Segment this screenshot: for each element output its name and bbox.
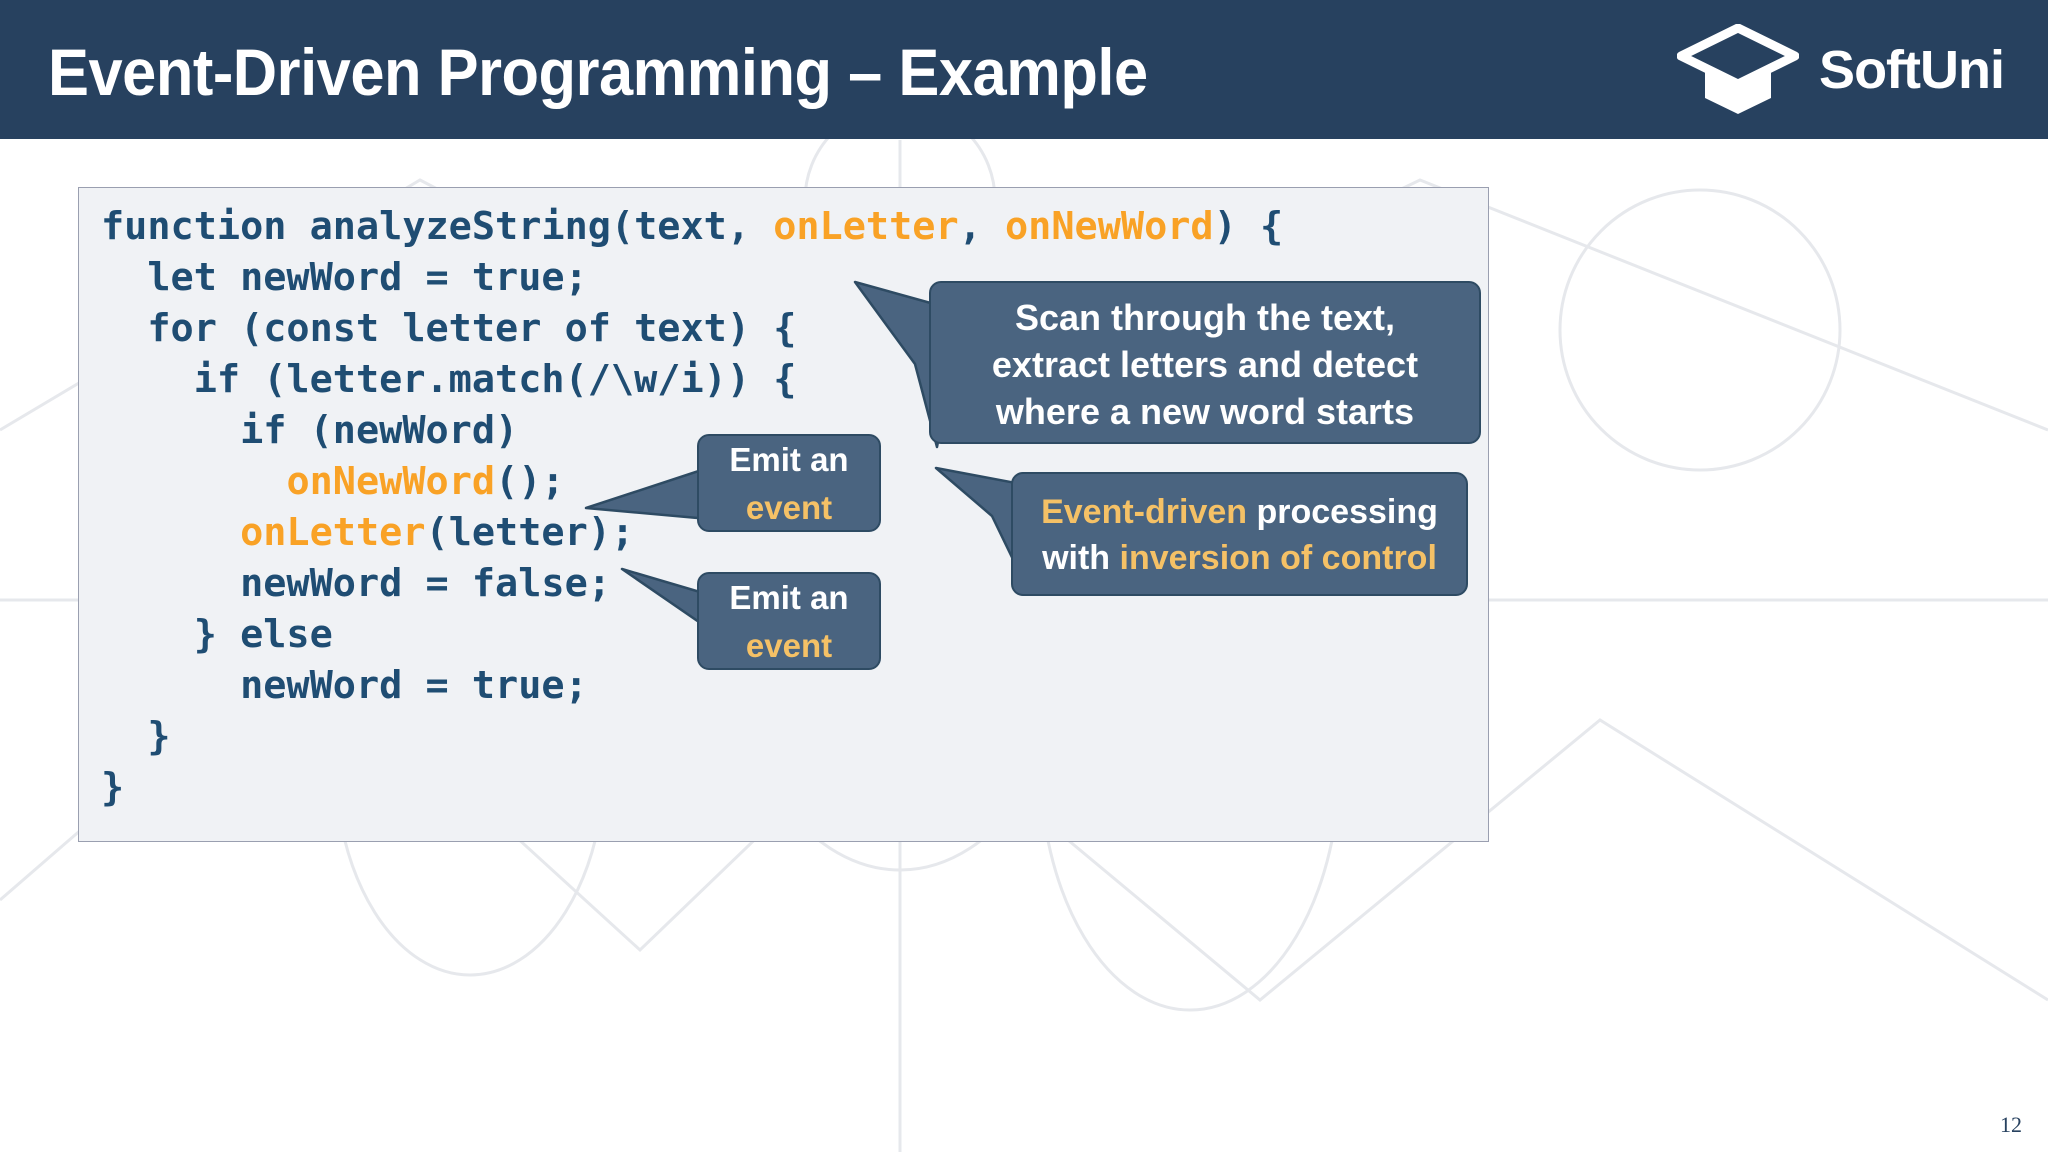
callout-emphasis: Event-driven [1041, 493, 1248, 531]
code-text: if (newWord) [101, 408, 519, 453]
code-text: newWord = true; [101, 663, 588, 708]
code-text: newWord = false; [101, 561, 611, 606]
callout-text: where a new word starts [995, 391, 1415, 432]
callout-line: Event-driven processing [1029, 489, 1450, 535]
callout-emphasis: event [745, 489, 833, 526]
code-identifier-highlight: onNewWord [286, 459, 496, 504]
page-number: 12 [2000, 1112, 2022, 1137]
callout-text: Emit an [729, 579, 849, 616]
emit-an-event-callout-1: Emit an event [697, 434, 881, 532]
code-text: let newWord = true; [101, 255, 588, 300]
softuni-logo: SoftUni [1677, 22, 2005, 118]
code-text: } [101, 714, 171, 759]
code-text: function analyzeString(text, [101, 204, 774, 249]
callout-line: Emit an [699, 574, 879, 622]
page-title: Event-Driven Programming – Example [48, 35, 1148, 109]
code-identifier-highlight: onLetter [240, 510, 426, 555]
code-text: ) { [1213, 204, 1284, 249]
callout-line: event [699, 484, 879, 532]
emit-an-event-callout-2: Emit an event [697, 572, 881, 670]
callout-line: Scan through the text, [955, 294, 1455, 341]
code-text: if (letter.match(/\w/i)) { [101, 357, 797, 402]
graduation-cap-icon [1677, 24, 1800, 114]
callout-line: with inversion of control [1029, 535, 1450, 581]
code-text [101, 510, 240, 555]
callout-text: Emit an [729, 441, 849, 478]
callout-line: extract letters and detect [955, 341, 1455, 388]
callout-emphasis: event [745, 627, 833, 664]
callout-line: event [699, 622, 879, 670]
code-identifier-highlight: onLetter [773, 204, 959, 249]
callout-text: extract letters and detect [991, 344, 1419, 385]
code-text: } [101, 765, 125, 810]
softuni-wordmark: SoftUni [1819, 40, 2005, 100]
code-text: } else [101, 612, 333, 657]
callout-emphasis: inversion of control [1119, 539, 1437, 577]
code-text: (); [495, 459, 565, 504]
callout-line: Emit an [699, 436, 879, 484]
code-text: , [958, 204, 1005, 249]
callout-text: Scan through the text, [1014, 297, 1396, 338]
callout-text: processing [1247, 493, 1438, 531]
callout-line: where a new word starts [955, 388, 1455, 435]
code-identifier-highlight: onNewWord [1005, 204, 1214, 249]
slide-header-bar: Event-Driven Programming – Example SoftU… [0, 0, 2048, 139]
scan-through-text-callout: Scan through the text, extract letters an… [929, 281, 1481, 444]
code-text: for (const letter of text) { [101, 306, 797, 351]
callout-text: with [1042, 539, 1120, 577]
code-text [101, 459, 286, 504]
